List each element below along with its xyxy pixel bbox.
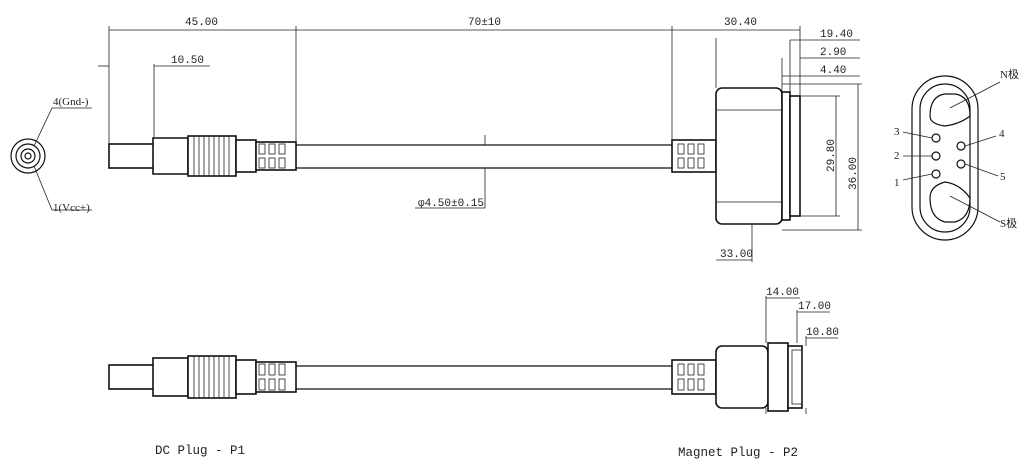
magnet-plug-top [671,87,801,225]
pin-3-label: 3 [894,126,900,138]
dc-plug-end-view [10,107,92,211]
dim-36-00: 36.00 [848,157,860,190]
s-pole-label: S极 [1000,216,1017,230]
dc-plug-side [108,355,297,399]
dc-plug-caption: DC Plug - P1 [155,444,245,458]
magnet-face-view [902,75,1001,241]
dim-19-40: 19.40 [820,29,853,41]
dim-33-00: 33.00 [720,249,753,261]
dim-2-90: 2.90 [820,47,846,59]
n-pole-label: N极 [1000,67,1019,81]
dim-magnet-length: 30.40 [724,17,757,29]
dimension-lines-side [765,296,838,414]
dim-overall-plug-length: 45.00 [185,17,218,29]
dim-4-40: 4.40 [820,65,846,77]
pin-5-label: 5 [1000,171,1006,183]
cable-side [296,365,672,390]
dim-10-80: 10.80 [806,327,839,339]
dim-cable-length: 70±10 [468,17,501,29]
dim-dc-tip-length: 10.50 [171,55,204,67]
pin-vcc-label: 1(Vcc+) [53,202,90,214]
pin-4-label: 4 [999,128,1005,140]
dim-cable-diameter: φ4.50±0.15 [418,198,484,210]
dim-17-00: 17.00 [798,301,831,313]
cable-top [296,144,672,169]
pin-2-label: 2 [894,150,900,162]
dc-plug-top [108,135,297,177]
dimension-lines-top [98,26,862,262]
pin-1-label: 1 [894,177,900,189]
dim-14-00: 14.00 [766,287,799,299]
magnet-plug-caption: Magnet Plug - P2 [678,446,798,460]
dim-29-80: 29.80 [826,139,838,172]
pin-gnd-label: 4(Gnd-) [53,96,89,108]
magnet-plug-side [671,342,803,412]
